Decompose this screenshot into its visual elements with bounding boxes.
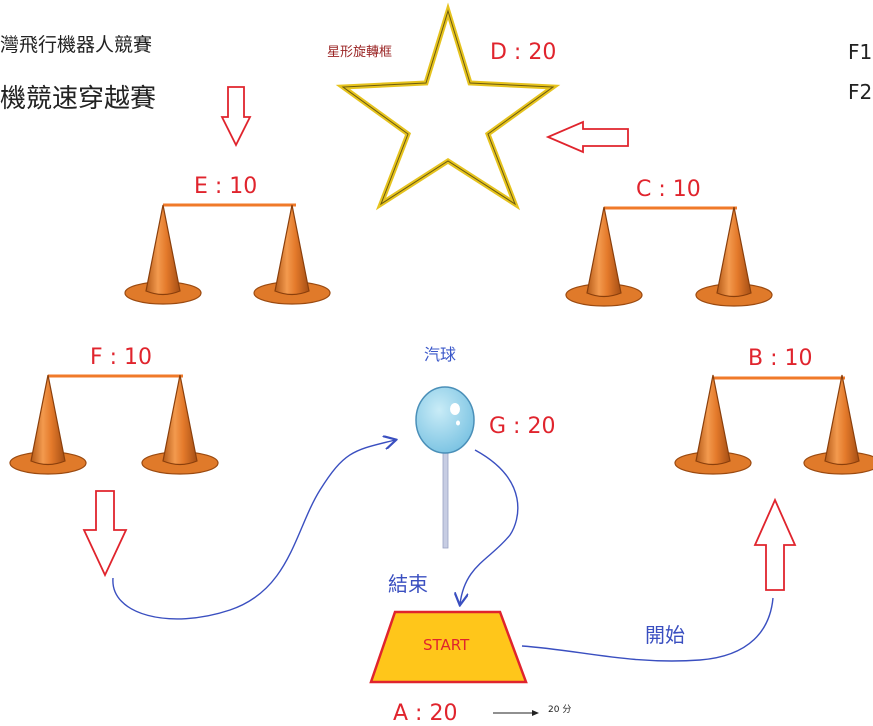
title-line-1: 灣飛行機器人競賽 — [0, 34, 153, 56]
cone — [9, 374, 87, 475]
station-a-label: A : 20 — [393, 701, 458, 726]
station-f-label: F : 10 — [90, 345, 153, 370]
gate-b — [674, 374, 873, 475]
station-b-label: B : 10 — [748, 346, 813, 371]
cone — [674, 374, 752, 475]
arrow-down-icon — [82, 490, 128, 578]
balloon-label: 汽球 — [424, 345, 457, 364]
start-pad — [369, 610, 528, 684]
arrow-up-icon — [753, 497, 797, 591]
cone — [124, 204, 202, 305]
end-label: 結束 — [388, 572, 428, 596]
cone — [695, 206, 773, 307]
station-g-label: G : 20 — [489, 414, 556, 439]
flight-path — [112, 440, 395, 620]
station-e-label: E : 10 — [194, 174, 258, 199]
label-f2: F2 — [848, 80, 873, 104]
start-label: START — [423, 636, 470, 654]
score-note: 20 分 — [548, 705, 572, 715]
cone — [253, 204, 331, 305]
label-f1: F1 — [848, 40, 873, 64]
flight-path — [521, 597, 774, 662]
gate-f — [9, 374, 219, 475]
gate-e — [124, 203, 331, 305]
cone — [803, 374, 873, 475]
cone — [565, 206, 643, 307]
arrow-left-icon — [545, 120, 629, 154]
station-d-label: D : 20 — [490, 40, 557, 65]
arrow-down-icon — [220, 86, 252, 148]
begin-label: 開始 — [645, 623, 685, 647]
cone — [141, 374, 219, 475]
gate-c — [565, 206, 773, 307]
star-frame-label: 星形旋轉框 — [327, 45, 393, 60]
title-line-2: 機競速穿越賽 — [0, 84, 157, 114]
flight-path — [460, 449, 519, 604]
balloon — [415, 386, 475, 549]
station-c-label: C : 10 — [636, 177, 701, 202]
